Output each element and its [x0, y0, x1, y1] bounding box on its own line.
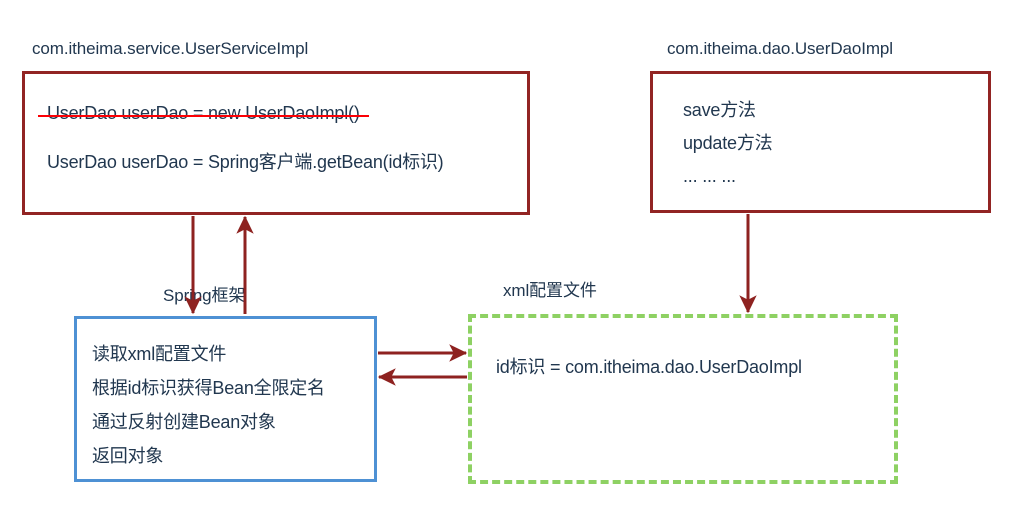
- framework-step-line: 根据id标识获得Bean全限定名: [92, 378, 325, 398]
- framework-step-line: 通过反射创建Bean对象: [92, 412, 276, 432]
- dao-class-box: save方法 update方法 ... ... ...: [650, 71, 991, 213]
- active-code-line: UserDao userDao = Spring客户端.getBean(id标识…: [47, 152, 444, 172]
- xml-bean-entry: id标识 = com.itheima.dao.UserDaoImpl: [496, 357, 802, 377]
- service-class-box: UserDao userDao = new UserDaoImpl() User…: [22, 71, 530, 215]
- strikethrough-line: [38, 115, 369, 117]
- framework-step-line: 读取xml配置文件: [92, 344, 227, 364]
- dao-method-line: ... ... ...: [683, 166, 736, 186]
- struck-code-line: UserDao userDao = new UserDaoImpl(): [38, 102, 369, 125]
- xml-box-caption: xml配置文件: [503, 281, 597, 300]
- dao-method-line: update方法: [683, 133, 773, 153]
- spring-framework-box: 读取xml配置文件 根据id标识获得Bean全限定名 通过反射创建Bean对象 …: [74, 316, 377, 482]
- struck-code-text: UserDao userDao = new UserDaoImpl(): [47, 103, 360, 123]
- framework-box-caption: Spring框架: [163, 286, 246, 305]
- dao-method-line: save方法: [683, 100, 756, 120]
- xml-config-box: id标识 = com.itheima.dao.UserDaoImpl: [468, 314, 898, 484]
- dao-box-caption: com.itheima.dao.UserDaoImpl: [667, 39, 893, 58]
- framework-step-line: 返回对象: [92, 446, 164, 466]
- service-box-caption: com.itheima.service.UserServiceImpl: [32, 39, 309, 58]
